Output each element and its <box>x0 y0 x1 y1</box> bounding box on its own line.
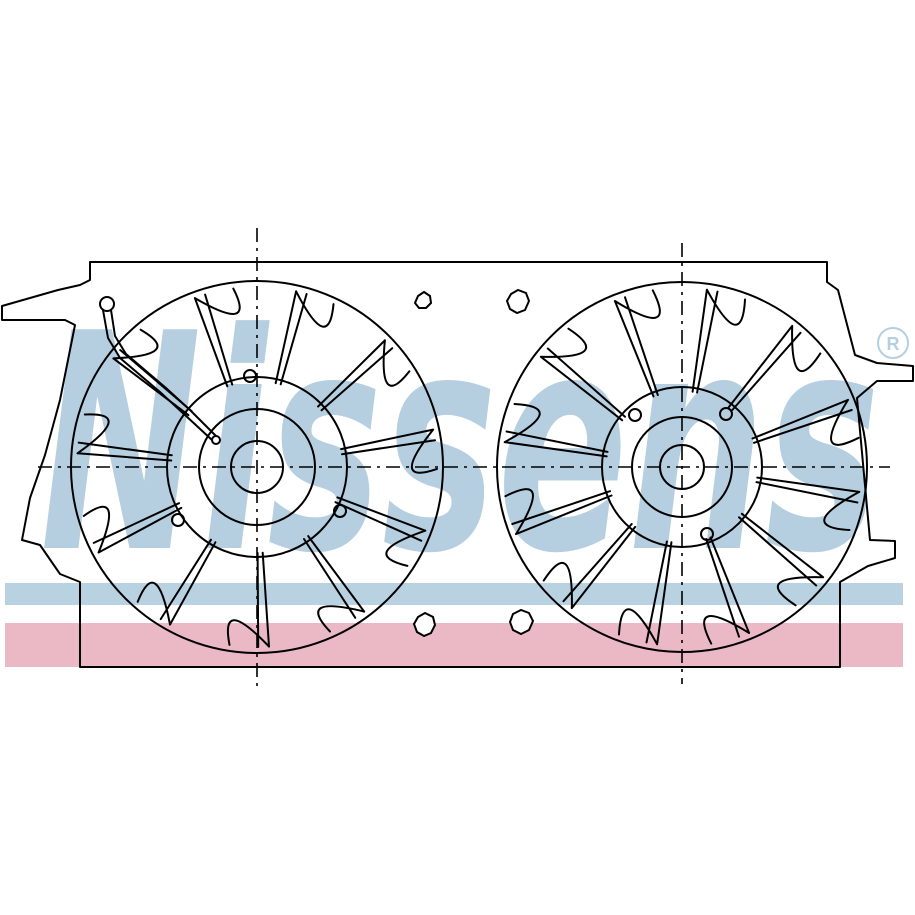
fan-blade <box>193 287 241 388</box>
fan-blade <box>613 289 661 398</box>
connector-plug <box>99 296 115 312</box>
fan-blade <box>340 428 438 474</box>
fan-blade <box>738 512 825 607</box>
mount-hole-bottom-right <box>508 608 535 636</box>
fan-shroud-outline <box>1 261 914 668</box>
motor-mount-bolt <box>171 513 185 527</box>
mount-hole-top-left <box>413 290 433 309</box>
fan-blade <box>274 290 335 386</box>
motor-mount-bolt <box>700 527 714 541</box>
fan-blade <box>136 538 217 626</box>
watermark-stripe-pink <box>5 623 903 667</box>
wire-harness <box>99 296 221 445</box>
registered-mark: R <box>877 327 909 359</box>
fan-blade <box>503 403 609 458</box>
mount-hole-bottom-left <box>412 611 437 638</box>
fan-blade <box>618 540 673 646</box>
mounting-holes <box>412 288 535 638</box>
fan-blade <box>755 476 861 531</box>
motor-mount-bolt <box>719 407 733 421</box>
fan-blade <box>82 502 183 554</box>
fan-blade <box>317 339 411 412</box>
motor-mount-bolt <box>243 369 257 383</box>
motor-mount-bolt <box>628 408 642 422</box>
fan-blade <box>504 488 613 536</box>
fan-blade <box>76 413 173 462</box>
registered-mark-letter: R <box>887 334 900 354</box>
watermark-stripe-blue <box>5 583 903 605</box>
wire-cable <box>102 309 213 441</box>
watermark-logo: Nissens <box>40 270 880 619</box>
fan-blade <box>727 324 822 411</box>
center-lines <box>38 228 890 686</box>
motor-mount-bolt <box>333 504 347 518</box>
fan-blade <box>539 327 626 422</box>
fan-blade <box>542 523 637 610</box>
fan-blade <box>334 496 427 567</box>
fan-blade <box>751 398 860 446</box>
fan-blade <box>691 288 746 394</box>
fan-blade <box>703 536 751 645</box>
mount-hole-top-right <box>505 288 531 315</box>
fan-blade <box>303 535 366 633</box>
